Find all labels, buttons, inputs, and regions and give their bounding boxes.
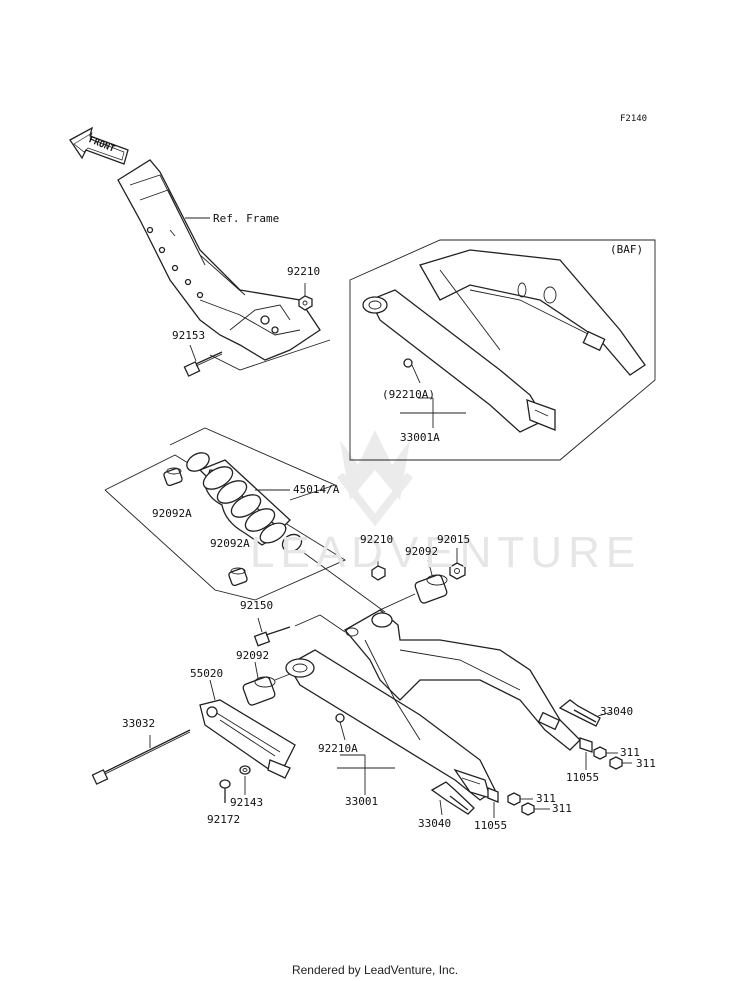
clip-11055-right bbox=[579, 737, 593, 770]
axle-33032 bbox=[91, 729, 191, 785]
bushing-92092-mid bbox=[379, 559, 448, 611]
screw-92172 bbox=[219, 779, 231, 803]
label-55020: 55020 bbox=[190, 667, 224, 680]
bushing-92092A-upper bbox=[163, 467, 183, 487]
label-311-c: 311 bbox=[536, 792, 556, 805]
variant-label-baf: (BAF) bbox=[610, 243, 644, 256]
label-33040-right: 33040 bbox=[600, 705, 634, 718]
watermark-logo bbox=[336, 430, 414, 527]
label-92150: 92150 bbox=[240, 599, 274, 612]
label-33001: 33001 bbox=[345, 795, 379, 808]
nut-92210-mid bbox=[371, 553, 386, 581]
nut-92210-top bbox=[298, 283, 313, 311]
nut-311-a bbox=[593, 746, 618, 760]
clip-11055-bottom bbox=[487, 787, 499, 818]
label-92092-mid: 92092 bbox=[405, 545, 439, 558]
label-33040-bottom: 33040 bbox=[418, 817, 452, 830]
label-92153: 92153 bbox=[172, 329, 206, 342]
adjuster-33040-bottom bbox=[430, 781, 475, 816]
label-11055-right: 11055 bbox=[566, 771, 600, 784]
watermark-text: LEADVENTURE bbox=[250, 528, 642, 577]
bolt-92153 bbox=[183, 344, 223, 377]
nut-311-d bbox=[521, 802, 550, 816]
shock-absorber-45014A bbox=[186, 452, 303, 553]
swingarm-33001 bbox=[285, 609, 581, 801]
label-311-d: 311 bbox=[552, 802, 572, 815]
label-92210A-baf: (92210A) bbox=[382, 388, 435, 401]
label-92210A-main: 92210A bbox=[318, 742, 358, 755]
label-45014A: 45014/A bbox=[293, 483, 340, 496]
label-92015: 92015 bbox=[437, 533, 471, 546]
diagram-code: F2140 bbox=[620, 114, 648, 124]
label-92210-mid: 92210 bbox=[360, 533, 394, 546]
label-311-b: 311 bbox=[636, 757, 656, 770]
label-92092-low: 92092 bbox=[236, 649, 270, 662]
label-92092A-lower: 92092A bbox=[210, 537, 250, 550]
nut-92015 bbox=[449, 548, 466, 580]
baf-variant-box bbox=[349, 239, 656, 461]
label-11055-bottom: 11055 bbox=[474, 819, 508, 832]
label-33001A: 33001A bbox=[400, 431, 440, 444]
label-92092A-upper: 92092A bbox=[152, 507, 192, 520]
adjuster-33040-right bbox=[558, 699, 613, 727]
label-33032: 33032 bbox=[122, 717, 156, 730]
bushing-92092A-lower bbox=[228, 567, 248, 587]
footer-credit: Rendered by LeadVenture, Inc. bbox=[291, 963, 459, 977]
front-arrow-icon bbox=[69, 126, 129, 165]
label-311-a: 311 bbox=[620, 746, 640, 759]
chain-guide-55020 bbox=[199, 679, 296, 779]
label-92143: 92143 bbox=[230, 796, 264, 809]
nut-311-c bbox=[507, 792, 533, 806]
frame-section bbox=[117, 159, 331, 371]
label-ref-frame: Ref. Frame bbox=[213, 212, 280, 225]
nut-311-b bbox=[609, 756, 632, 770]
label-92210-top: 92210 bbox=[287, 265, 321, 278]
bolt-92150 bbox=[253, 614, 346, 647]
washer-92143 bbox=[239, 765, 251, 795]
label-92172: 92172 bbox=[207, 813, 241, 826]
